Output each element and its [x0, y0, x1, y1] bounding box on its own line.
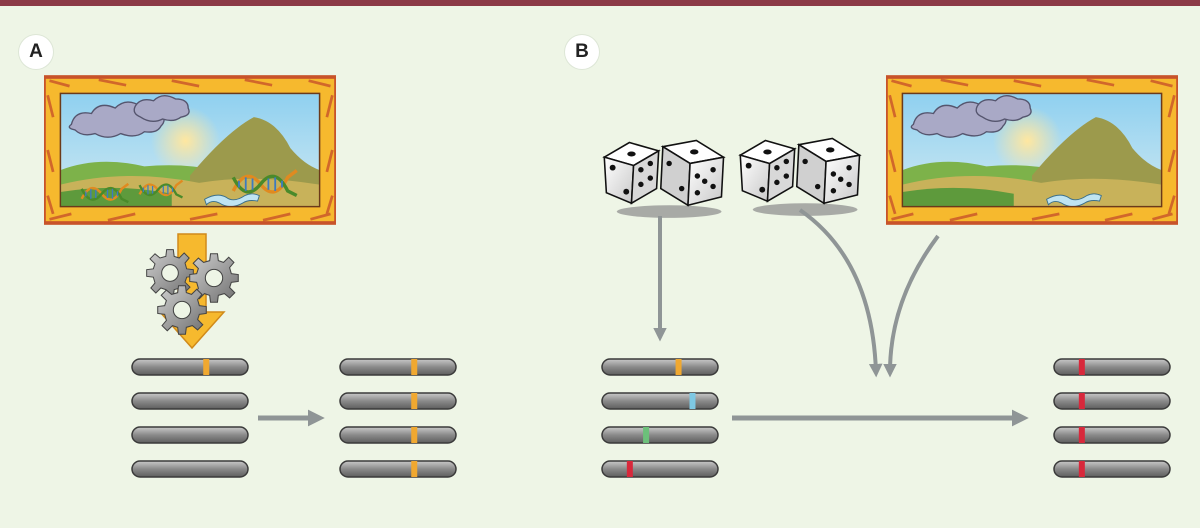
landscape-painting-icon — [44, 75, 336, 225]
mutation-band — [1078, 393, 1085, 409]
panel-a — [44, 75, 457, 478]
panel-label-b: B — [565, 35, 599, 69]
mutation-band — [1078, 359, 1085, 375]
chromosome-bar — [601, 392, 719, 410]
chromosome-bar — [1053, 460, 1171, 478]
arrow-dice-to-merge — [798, 208, 883, 378]
chromosome-bar — [131, 426, 249, 444]
chromosome-set-b-after — [1053, 358, 1171, 478]
arrow-painting-to-merge — [883, 234, 940, 378]
mutation-band — [411, 427, 418, 443]
chromosome-bar — [601, 358, 719, 376]
dice-icon — [603, 139, 725, 218]
panel-label-a: A — [19, 35, 53, 69]
panel-b — [601, 75, 1178, 478]
landscape-painting-icon — [886, 75, 1178, 225]
mutation-band — [643, 427, 650, 443]
dice-icon — [739, 137, 861, 216]
chromosome-bar — [131, 460, 249, 478]
chromosome-bar — [1053, 358, 1171, 376]
mutation-band — [411, 393, 418, 409]
chromosome-set-a-before — [131, 358, 249, 478]
top-border — [0, 0, 1200, 6]
chromosome-set-a-after — [339, 358, 457, 478]
chromosome-set-b-before — [601, 358, 719, 478]
chromosome-bar — [131, 358, 249, 376]
chromosome-bar — [601, 460, 719, 478]
mutation-band — [675, 359, 682, 375]
mutation-band — [1078, 427, 1085, 443]
mutation-band — [689, 393, 696, 409]
mutation-band — [626, 461, 633, 477]
chromosome-bar — [339, 460, 457, 478]
mutation-band — [1078, 461, 1085, 477]
mutation-band — [411, 461, 418, 477]
chromosome-bar — [339, 426, 457, 444]
chromosome-bar — [131, 392, 249, 410]
chromosome-bar — [601, 426, 719, 444]
chromosome-bar — [339, 392, 457, 410]
chromosome-bar — [1053, 426, 1171, 444]
mutation-band — [411, 359, 418, 375]
mutation-band — [203, 359, 210, 375]
chromosome-bar — [339, 358, 457, 376]
chromosome-bar — [1053, 392, 1171, 410]
